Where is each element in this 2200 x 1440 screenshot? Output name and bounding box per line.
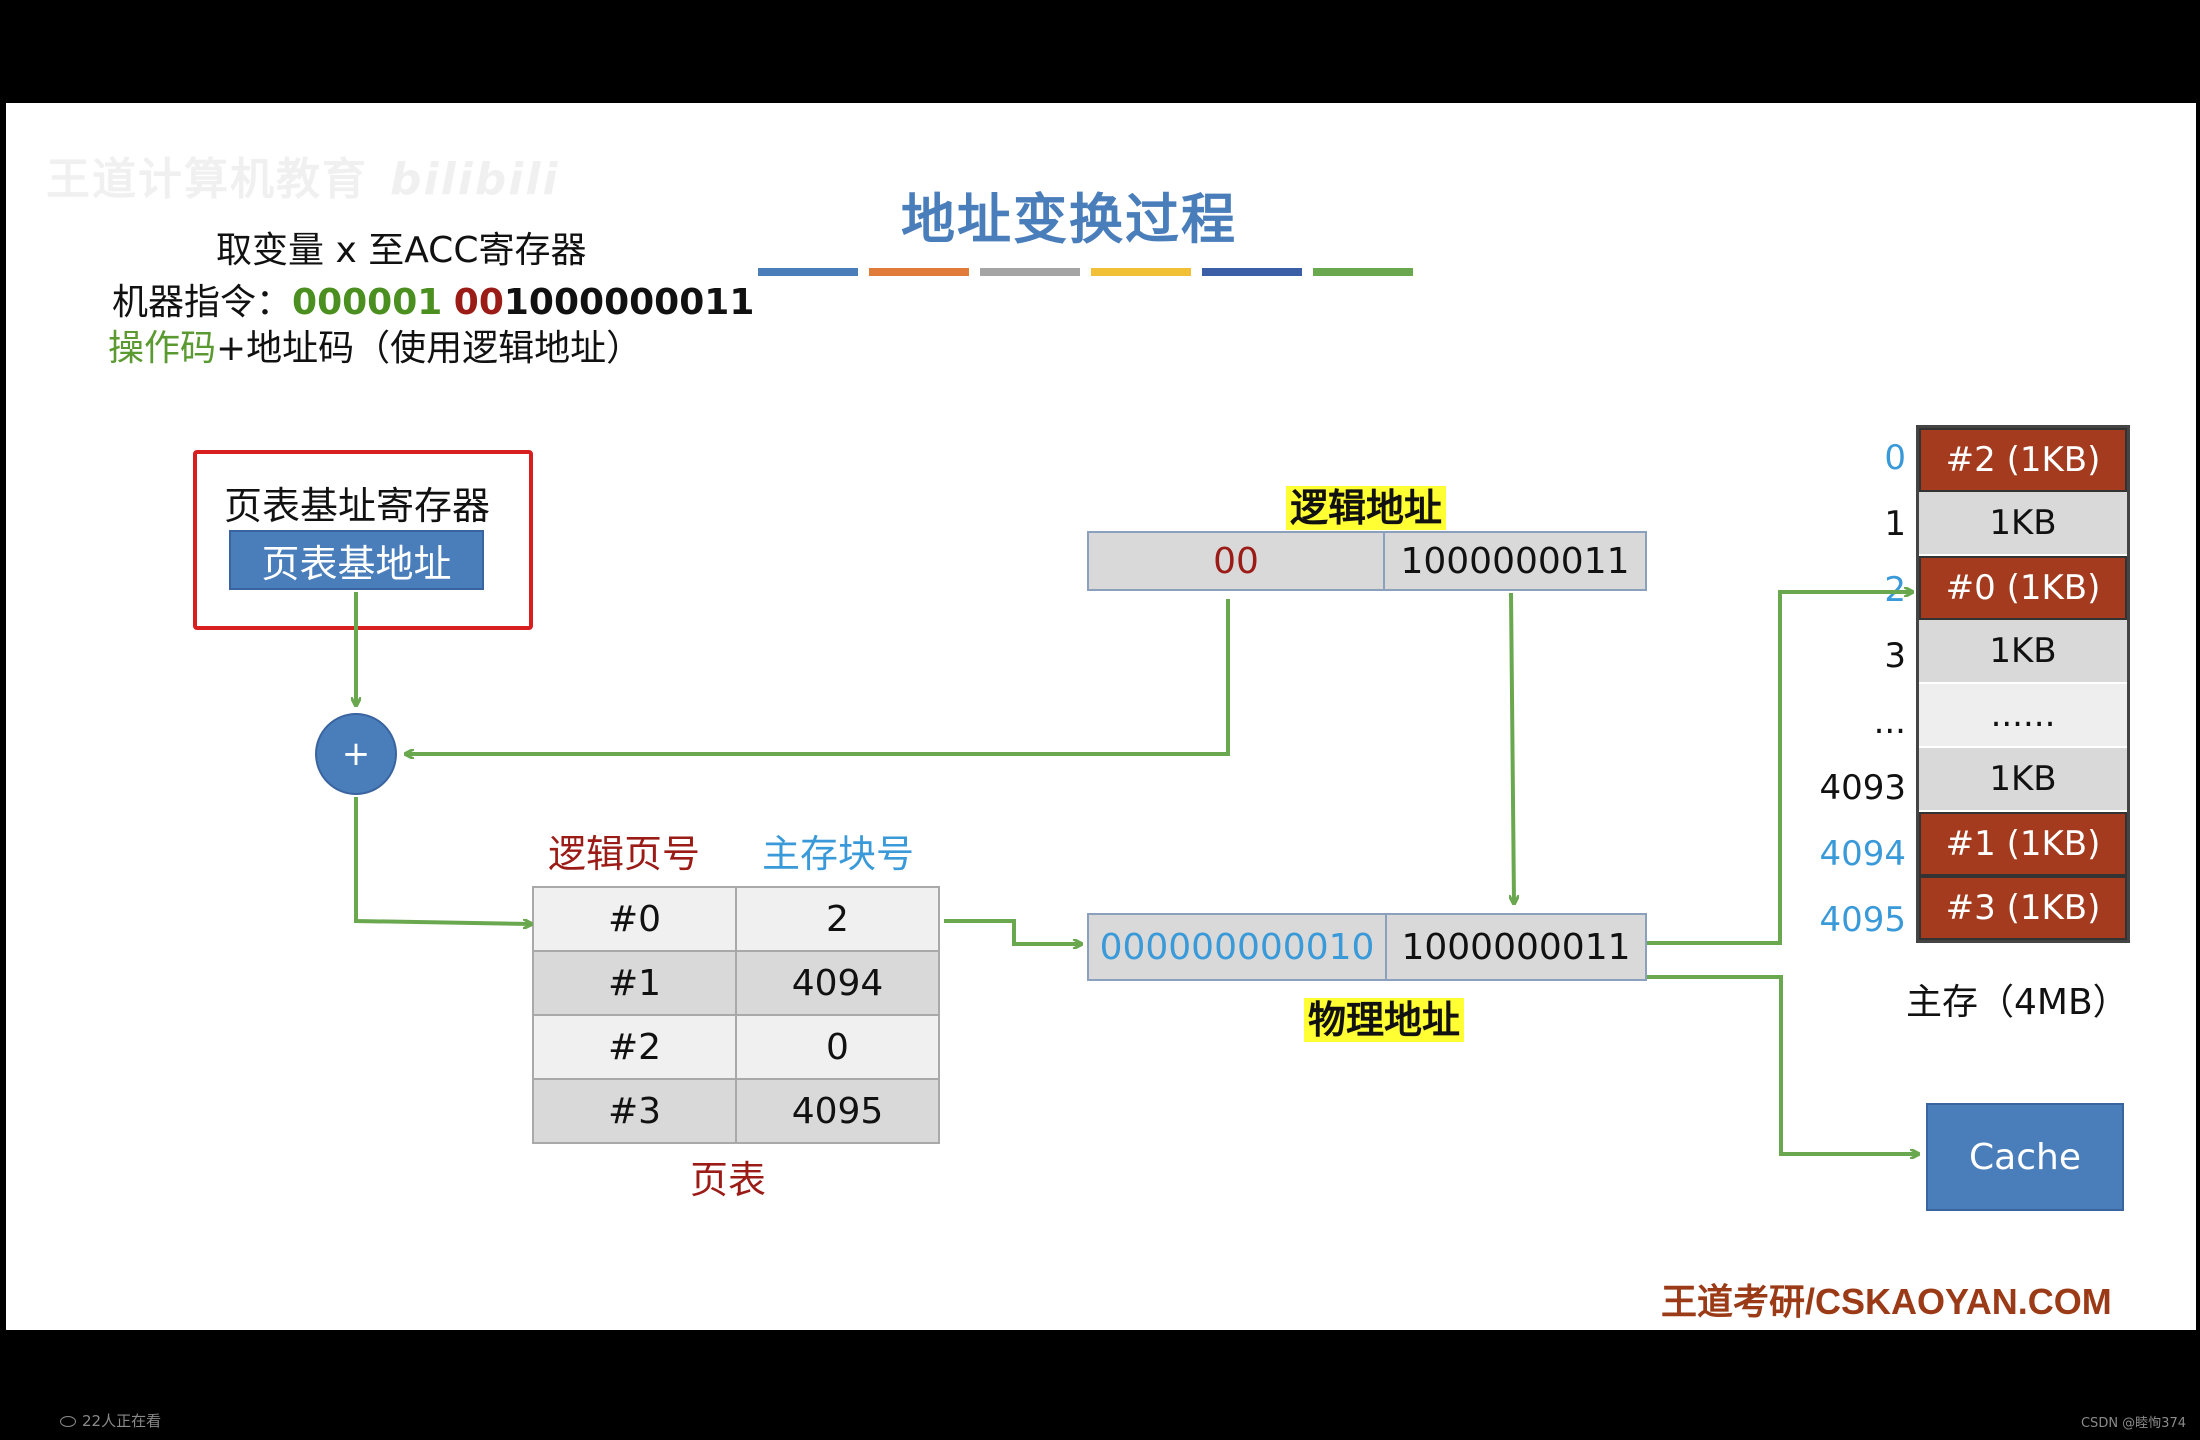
- arrow-frame-to-physical: [944, 919, 1081, 944]
- title-stripe: [1202, 268, 1302, 276]
- physical-address-label: 物理地址: [1304, 989, 1465, 1044]
- cache-box: Cache: [1926, 1103, 2124, 1211]
- memory-block: #1 (1KB): [1919, 812, 2127, 876]
- address-code-label: +地址码（使用逻辑地址）: [216, 328, 643, 369]
- intro-line-3: 操作码+地址码（使用逻辑地址）: [108, 319, 642, 371]
- memory-block: #2 (1KB): [1919, 428, 2127, 492]
- memory-block-index: 4095: [1819, 900, 1906, 940]
- memory-block: 1KB: [1919, 748, 2127, 812]
- logical-page-field: 00: [1213, 540, 1259, 582]
- title-stripe: [869, 268, 969, 276]
- memory-block: ......: [1919, 684, 2127, 748]
- viewer-icon: [60, 1416, 76, 1427]
- ptbr-label: 页表基址寄存器: [224, 484, 491, 528]
- slide-title: 地址变换过程: [901, 188, 1237, 251]
- main-memory: #2 (1KB)1KB#0 (1KB)1KB......1KB#1 (1KB)#…: [1916, 425, 2130, 943]
- brand-text: 王道考研/CSKAOYAN.COM: [1661, 1281, 2112, 1322]
- memory-block: #3 (1KB): [1919, 876, 2127, 940]
- memory-block-index: 4094: [1819, 834, 1906, 874]
- adder-circle: +: [315, 713, 397, 795]
- page-number-cell: #1: [532, 950, 737, 1016]
- physical-offset-field: 1000000011: [1385, 915, 1645, 979]
- page-table-header-frame: 主存块号: [762, 832, 915, 876]
- intro-line-2: 机器指令：000001 001000000011: [112, 273, 754, 325]
- ptbr-value: 页表基地址: [229, 530, 484, 590]
- page-number-cell: #3: [532, 1078, 737, 1144]
- title-stripe: [1313, 268, 1413, 276]
- credit-text: CSDN @睦恂374: [2080, 1416, 2186, 1431]
- memory-index-column: 0 1 2 3... 4093 4094 4095: [1796, 425, 1906, 953]
- frame-number-cell: 2: [735, 886, 940, 952]
- viewer-count: 22人正在看: [60, 1410, 161, 1431]
- title-stripe: [980, 268, 1080, 276]
- page-number-cell: #0: [532, 886, 737, 952]
- memory-caption: 主存（4MB）: [1906, 982, 2129, 1023]
- memory-block-index: 3: [1884, 636, 1906, 676]
- memory-block-index: 4093: [1819, 768, 1906, 808]
- frame-number-cell: 4094: [735, 950, 940, 1016]
- watermark-text: 王道计算机教育: [46, 154, 368, 205]
- ptbr-highlight-box: [193, 450, 533, 630]
- page-table-header-page: 逻辑页号: [548, 832, 701, 876]
- intro-line-1: 取变量 x 至ACC寄存器: [216, 230, 587, 271]
- page-table-caption: 页表: [690, 1158, 767, 1202]
- offset-bits: 1000000011: [503, 282, 755, 323]
- logical-address-box: 00 1000000011: [1087, 531, 1647, 591]
- logical-offset-field: 1000000011: [1383, 533, 1645, 589]
- bottom-bar: [0, 1330, 2200, 1440]
- memory-block: 1KB: [1919, 620, 2127, 684]
- memory-block: #0 (1KB): [1919, 556, 2127, 620]
- page-number-cell: #2: [532, 1014, 737, 1080]
- logical-address-label: 逻辑地址: [1286, 477, 1447, 532]
- watermark: 王道计算机教育 bilibili: [46, 143, 559, 207]
- bilibili-logo: bilibili: [390, 154, 560, 205]
- frame-number-cell: 0: [735, 1014, 940, 1080]
- physical-address-box: 000000000010 1000000011: [1087, 913, 1647, 981]
- memory-block-index: 0: [1884, 438, 1906, 478]
- memory-block: 1KB: [1919, 492, 2127, 556]
- memory-block-index: 1: [1884, 504, 1906, 544]
- title-stripe: [1091, 268, 1191, 276]
- memory-block-index: 2: [1884, 570, 1906, 610]
- frame-number-cell: 4095: [735, 1078, 940, 1144]
- arrow-adder-to-page-table: [354, 797, 531, 924]
- slide: 王道计算机教育 bilibili 地址变换过程 取变量 x 至ACC寄存器 机器指…: [6, 103, 2196, 1330]
- arrow-physical-to-cache: [1647, 975, 1918, 1154]
- arrow-offset-to-physical: [1511, 592, 1514, 903]
- page-bits: 00: [453, 282, 504, 323]
- physical-frame-field: 000000000010: [1099, 926, 1375, 968]
- memory-block-index: ...: [1873, 702, 1906, 742]
- opcode-label: 操作码: [108, 328, 217, 369]
- title-stripe: [758, 268, 858, 276]
- opcode-bits: 000001: [292, 282, 443, 323]
- instruction-label: 机器指令：: [112, 282, 293, 323]
